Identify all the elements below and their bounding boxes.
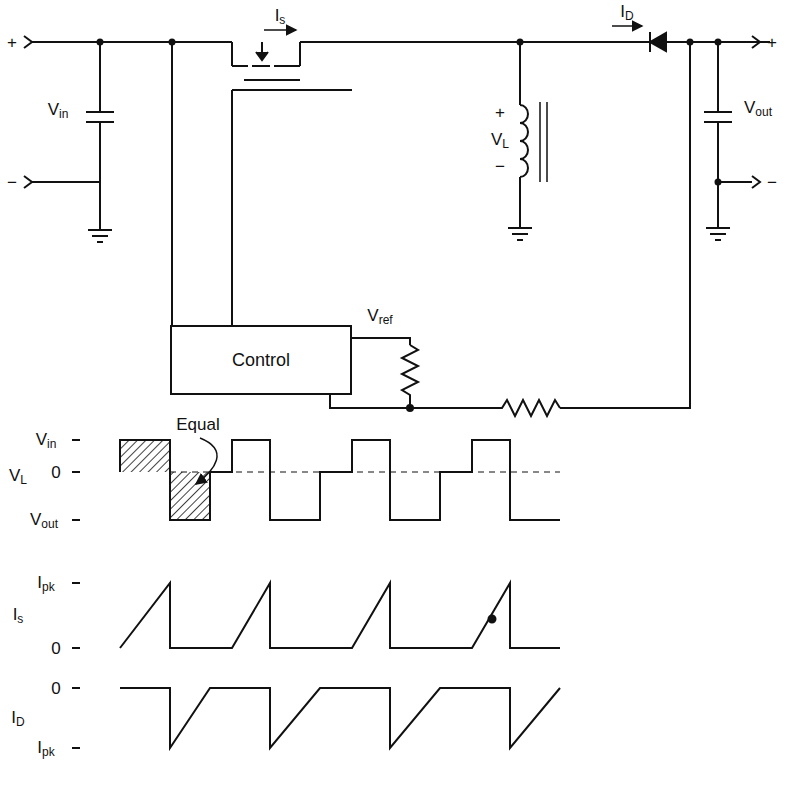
voltage-label: VL: [491, 131, 509, 150]
junction-dot: [170, 40, 175, 45]
terminal-sign: −: [767, 174, 777, 191]
junction-dot: [518, 40, 523, 45]
resistor: [402, 345, 418, 408]
gate-wire: [232, 90, 352, 325]
voltage-label: Vout: [744, 99, 772, 118]
vref-wire: [352, 338, 410, 345]
signal-name: Vref: [367, 307, 392, 326]
input-terminal: [24, 36, 32, 48]
output-capacitor: [704, 42, 732, 228]
diode: [650, 33, 666, 51]
control-box: Control: [170, 325, 352, 395]
current-arrow: [612, 25, 642, 27]
axis-label: 0: [51, 680, 60, 697]
polarity-sign: −: [495, 158, 505, 175]
axis-title: ID: [11, 709, 24, 728]
current-arrow: [264, 29, 296, 31]
axis-label: Ipk: [37, 739, 54, 758]
equal-arrow: [196, 438, 217, 484]
wire: [560, 42, 690, 408]
ground-symbol: [706, 228, 730, 240]
vl-waveform: [120, 440, 560, 520]
wire: [718, 181, 752, 183]
ground-symbol: [508, 228, 532, 240]
junction-dot: [716, 180, 721, 185]
is-waveform: [120, 583, 560, 648]
terminal-sign: +: [7, 34, 17, 51]
output-terminal: [752, 36, 760, 48]
axis-tick: [72, 440, 80, 748]
hatched-area: [120, 440, 170, 472]
waveform-dot: [489, 616, 496, 623]
wire: [171, 42, 173, 325]
current-label: ID: [620, 3, 633, 22]
mosfet-arrow: [256, 52, 268, 60]
axis-label: Vin: [36, 431, 57, 450]
axis-label: Vout: [30, 511, 58, 530]
junction-dot: [688, 40, 693, 45]
wire: [32, 181, 100, 183]
wire: [330, 395, 410, 408]
note-label: Equal: [176, 416, 219, 433]
input-terminal: [24, 176, 32, 188]
mosfet-gate: [244, 79, 300, 81]
hatched-area: [170, 472, 210, 520]
mosfet-switch: [232, 42, 650, 66]
input-capacitor: [86, 42, 114, 230]
output-terminal: [752, 176, 760, 188]
axis-label: Ipk: [37, 574, 54, 593]
terminal-sign: +: [767, 34, 777, 51]
inductor-core: [540, 102, 547, 182]
wire: [519, 177, 521, 228]
axis-title: VL: [9, 467, 27, 486]
junction-dot: [407, 405, 413, 411]
junction-dot: [716, 40, 721, 45]
box-label: Control: [232, 350, 290, 371]
inductor: [520, 105, 528, 177]
junction-dot: [98, 40, 103, 45]
axis-title: Is: [13, 606, 24, 625]
voltage-label: Vin: [48, 101, 69, 120]
current-label: Is: [275, 7, 286, 26]
ground-symbol: [88, 230, 112, 242]
axis-label: 0: [51, 464, 60, 481]
wire: [32, 41, 232, 43]
polarity-sign: +: [495, 104, 505, 121]
wire: [519, 42, 521, 105]
terminal-sign: −: [7, 174, 17, 191]
axis-label: 0: [51, 640, 60, 657]
resistor: [410, 400, 560, 416]
id-waveform: [120, 688, 560, 748]
